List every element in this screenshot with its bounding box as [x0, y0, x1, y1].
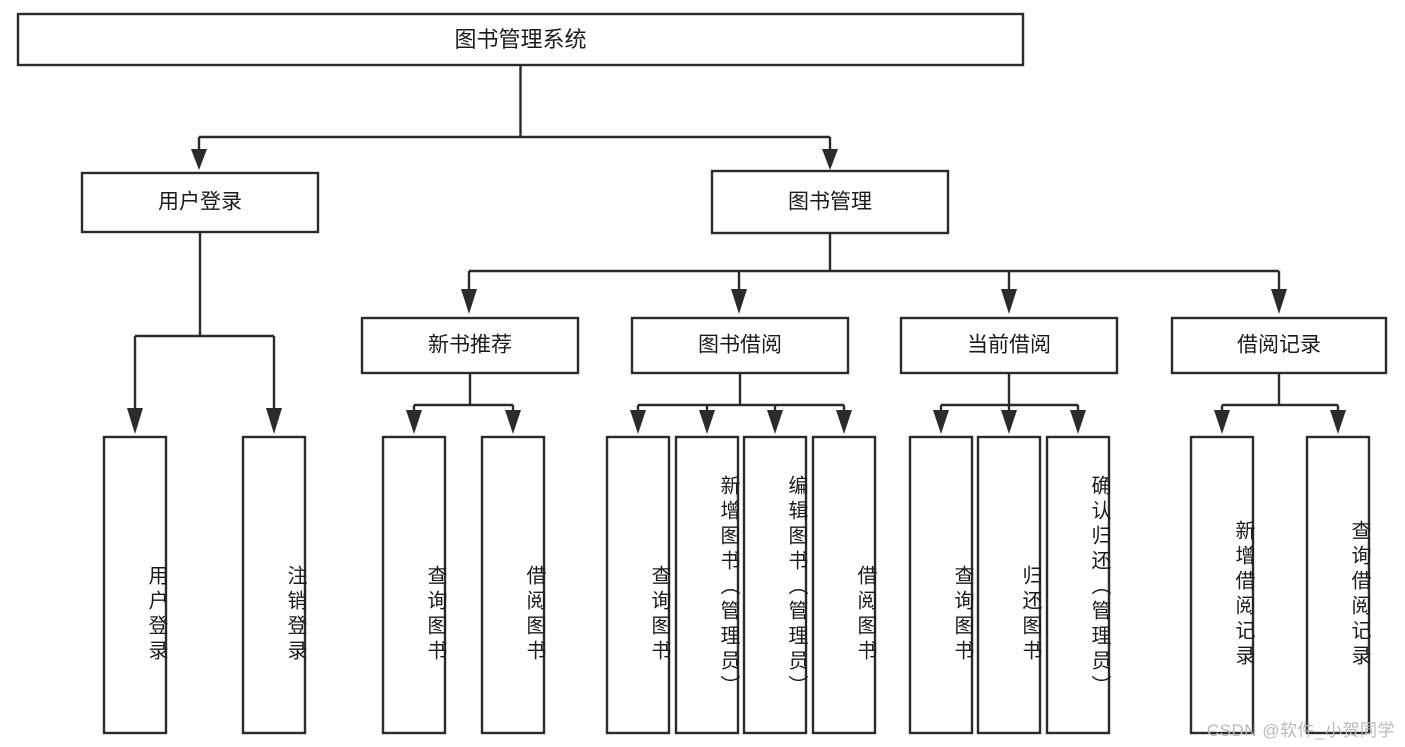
arrow-currentborrow-leaf1 [933, 410, 949, 434]
borrow-record-box[interactable] [1170, 316, 1388, 375]
node-book-manage[interactable]: 图书管理 [710, 169, 950, 235]
leaf-box-user-login-2[interactable] [241, 435, 307, 735]
arrow-currentborrow-leaf3 [1070, 410, 1086, 434]
new-book-recommend-label: 新书推荐 [428, 334, 512, 357]
leaf-box-currentborrow-3[interactable] [1045, 435, 1111, 735]
csdn-watermark: CSDN @软件_小贺同学 [1206, 721, 1395, 740]
root-box[interactable] [16, 12, 1025, 67]
user-login-label: 用户登录 [158, 191, 242, 214]
arrow-newbook-leaf1 [406, 410, 422, 434]
arrow-user-login-leaf2 [266, 408, 282, 434]
leaf-box-borrowrecord-2[interactable] [1305, 435, 1371, 735]
node-root[interactable]: 图书管理系统 [16, 12, 1025, 67]
arrow-borrowrecord-leaf2 [1330, 410, 1346, 434]
leaf-box-currentborrow-2[interactable] [976, 435, 1042, 735]
arrow-bookborrow-leaf2 [699, 410, 715, 434]
arrow-currentborrow-leaf2 [1001, 410, 1017, 434]
root-label: 图书管理系统 [454, 27, 586, 52]
arrow-user-login-leaf1 [127, 408, 143, 434]
arrow-bm-newbook [461, 289, 477, 314]
arrow-newbook-leaf2 [505, 410, 521, 434]
leaf-box-newbook-1[interactable] [381, 435, 447, 735]
new-book-recommend-box[interactable] [360, 316, 580, 375]
book-manage-label: 图书管理 [788, 191, 872, 214]
leaf-box-bookborrow-3[interactable] [742, 435, 808, 735]
arrow-bookborrow-leaf4 [836, 410, 852, 434]
node-user-login[interactable]: 用户登录 [80, 171, 320, 234]
arrow-to-user-login [191, 149, 207, 170]
arrow-bookborrow-leaf3 [767, 410, 783, 434]
book-manage-box[interactable] [710, 169, 950, 235]
leaf-box-borrowrecord-1[interactable] [1189, 435, 1255, 735]
leaf-box-bookborrow-1[interactable] [605, 435, 671, 735]
leaf-box-bookborrow-4[interactable] [811, 435, 877, 735]
arrow-bm-record [1271, 289, 1287, 314]
borrow-record-label: 借阅记录 [1237, 334, 1321, 357]
leaf-box-bookborrow-2[interactable] [674, 435, 740, 735]
arrow-bookborrow-leaf1 [630, 410, 646, 434]
leaf-box-newbook-2[interactable] [480, 435, 546, 735]
current-borrow-box[interactable] [899, 316, 1119, 375]
node-book-borrow[interactable]: 图书借阅 [630, 316, 850, 375]
node-current-borrow[interactable]: 当前借阅 [899, 316, 1119, 375]
leaf-box-user-login-1[interactable] [102, 435, 168, 735]
arrow-borrowrecord-leaf1 [1214, 410, 1230, 434]
leaf-box-currentborrow-1[interactable] [908, 435, 974, 735]
current-borrow-label: 当前借阅 [967, 334, 1051, 357]
node-new-book-recommend[interactable]: 新书推荐 [360, 316, 580, 375]
arrow-bm-current [1001, 289, 1017, 314]
arrow-to-book-manage [822, 149, 838, 170]
arrow-bm-borrow [731, 289, 747, 314]
book-borrow-box[interactable] [630, 316, 850, 375]
book-borrow-label: 图书借阅 [698, 334, 782, 357]
node-borrow-record[interactable]: 借阅记录 [1170, 316, 1388, 375]
